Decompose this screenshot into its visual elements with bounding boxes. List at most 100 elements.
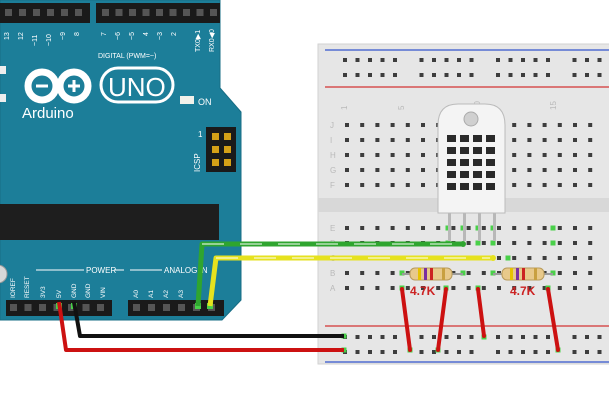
- row-letter: B: [330, 269, 335, 278]
- rail-hole: [393, 58, 397, 62]
- column-number: 5: [397, 105, 406, 110]
- breadboard-hole: [375, 271, 380, 275]
- breadboard-hole: [360, 286, 365, 290]
- breadboard-hole: [405, 183, 410, 187]
- board-marker: [0, 94, 6, 102]
- rail-hole: [585, 335, 589, 339]
- breadboard-hole: [345, 226, 349, 230]
- breadboard-hole: [542, 256, 547, 260]
- digital-pin-labels: 13 12 ~11 ~10 ~9 8 7 ~6 ~5 4 ~3 2 TX0▶1 …: [4, 29, 216, 60]
- rail-hole: [355, 350, 360, 354]
- breadboard-hole: [375, 123, 380, 127]
- breadboard-hole: [375, 153, 380, 157]
- rail-hole: [444, 73, 449, 77]
- breadboard-hole: [466, 271, 471, 275]
- breadboard-hole: [436, 286, 441, 290]
- pin-socket: [183, 9, 190, 16]
- jumper-red: [400, 287, 412, 352]
- pin-socket: [97, 304, 104, 311]
- grill-slot: [473, 183, 482, 190]
- breadboard-hole: [588, 226, 593, 230]
- pin-socket: [33, 9, 40, 16]
- rail-hole: [572, 73, 577, 77]
- breadboard-hole: [421, 153, 425, 157]
- rail-hole: [597, 73, 602, 77]
- breadboard-hole: [527, 168, 532, 172]
- breadboard-hole: [360, 138, 365, 142]
- rail-hole: [355, 73, 360, 77]
- rail-hole: [508, 335, 513, 339]
- rail-hole: [496, 58, 500, 62]
- breadboard-hole: [375, 138, 380, 142]
- rail-hole: [496, 350, 500, 354]
- resistor-band: [534, 268, 537, 280]
- sensor-grill: [447, 135, 495, 190]
- breadboard-hole: [390, 183, 395, 187]
- breadboard-hole: [588, 123, 593, 127]
- jumper-red: [546, 287, 560, 352]
- pin-label: 7: [101, 32, 108, 36]
- resistor-value-label: 4.7K: [410, 284, 436, 298]
- breadboard-hole: [573, 286, 577, 290]
- grill-slot: [486, 183, 495, 190]
- rail-hole: [585, 73, 589, 77]
- rail-hole: [380, 335, 385, 339]
- row-letter: J: [330, 121, 334, 130]
- rail-hole: [546, 335, 550, 339]
- analog-pin-label: A0: [133, 290, 140, 298]
- breadboard-hole: [557, 123, 562, 127]
- digital-header: [0, 3, 220, 23]
- rail-hole: [343, 73, 347, 77]
- breadboard-hole: [390, 286, 395, 290]
- rail-hole: [496, 73, 500, 77]
- breadboard-hole: [360, 183, 365, 187]
- breadboard-hole: [527, 256, 532, 260]
- breadboard-hole: [527, 241, 532, 245]
- breadboard-hole: [512, 256, 517, 260]
- model-text: UNO: [108, 72, 166, 102]
- breadboard-hole: [345, 286, 349, 290]
- sensor-leg: [478, 211, 481, 241]
- pin-socket: [210, 9, 217, 16]
- grill-slot: [447, 135, 456, 142]
- grill-slot: [447, 171, 456, 178]
- tx-label: TX0▶1: [195, 30, 202, 52]
- rx-label: RX0◀0: [209, 29, 216, 52]
- pin-socket: [142, 9, 150, 16]
- breadboard-hole: [405, 286, 410, 290]
- breadboard-hole: [466, 241, 471, 245]
- breadboard-hole: [512, 168, 517, 172]
- pin-socket: [129, 9, 136, 16]
- breadboard-hole: [512, 226, 517, 230]
- breadboard-hole: [512, 138, 517, 142]
- rail-hole: [457, 58, 461, 62]
- pin-label: ~5: [129, 32, 136, 40]
- pin-socket: [61, 9, 68, 16]
- breadboard-hole: [512, 241, 517, 245]
- breadboard-hole: [390, 226, 395, 230]
- breadboard-hole: [557, 271, 562, 275]
- breadboard-hole: [512, 153, 517, 157]
- rail-hole: [521, 58, 525, 62]
- breadboard-hole: [451, 226, 456, 230]
- breadboard-hole: [512, 183, 517, 187]
- sensor-leg: [463, 211, 466, 241]
- pin-label: ~6: [115, 32, 122, 40]
- pin-socket: [10, 304, 17, 311]
- icsp-pin: [224, 133, 231, 140]
- rail-hole: [597, 350, 602, 354]
- breadboard-hole: [588, 286, 593, 290]
- icsp-pin: [212, 133, 219, 140]
- pin-label: ~10: [46, 34, 53, 46]
- breadboard-hole: [497, 226, 501, 230]
- breadboard-hole: [345, 153, 349, 157]
- breadboard-hole: [345, 271, 349, 275]
- breadboard-hole: [573, 138, 577, 142]
- grill-slot: [460, 171, 469, 178]
- breadboard-hole: [588, 153, 593, 157]
- connected-hole: [475, 240, 481, 246]
- breadboard-hole: [481, 271, 486, 275]
- plus-icon-v: [72, 80, 76, 92]
- rail-hole: [533, 335, 538, 339]
- breadboard-hole: [573, 123, 577, 127]
